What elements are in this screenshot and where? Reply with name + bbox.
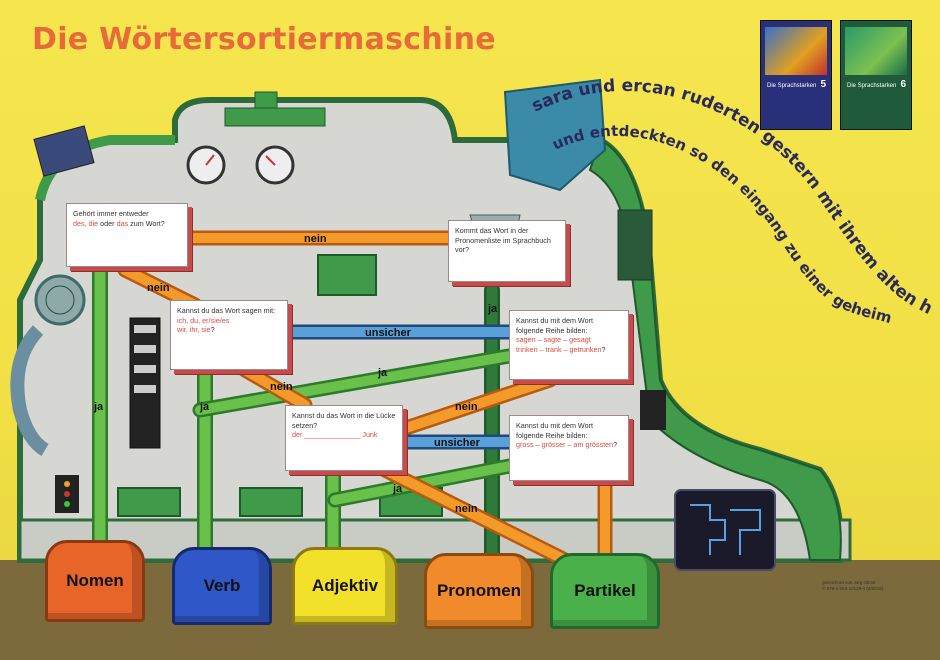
question-comparison: Kannst du mit dem Wort folgende Reihe bi… xyxy=(509,415,629,481)
bin-adjektiv: Adjektiv xyxy=(292,547,398,625)
book-6-number: 6 xyxy=(900,79,906,90)
book-5-title: Die Sprachstarken xyxy=(767,83,817,89)
label-ja-2: ja xyxy=(199,401,210,413)
label-nein-2: nein xyxy=(147,282,170,294)
label-unsicher-2: unsicher xyxy=(434,437,481,449)
slider-panel xyxy=(129,317,161,449)
book-cover-5: Die Sprachstarken 5 xyxy=(760,20,832,130)
label-unsicher-1: unsicher xyxy=(365,327,412,339)
label-ja-5: ja xyxy=(487,303,498,315)
poster-title: Die Wörtersortiermaschine xyxy=(32,22,496,57)
label-nein-4: nein xyxy=(455,401,478,413)
credit-text: gezeichnet von Jürg Obrist © 978-3-264-1… xyxy=(822,580,884,591)
book-6-illustration xyxy=(845,27,907,75)
bin-partikel: Partikel xyxy=(550,553,660,629)
label-ja-1: ja xyxy=(93,401,104,413)
book-6-title: Die Sprachstarken xyxy=(847,83,897,89)
bin-pronomen: Pronomen xyxy=(424,553,534,629)
pipe-nein-5 xyxy=(380,465,580,570)
pipe-nein-4 xyxy=(395,375,555,435)
fan-icon xyxy=(34,274,86,326)
label-ja-4: ja xyxy=(392,483,403,495)
question-verb-forms: Kannst du mit dem Wort folgende Reihe bi… xyxy=(509,310,629,380)
label-nein-3: nein xyxy=(270,381,293,393)
hopper xyxy=(503,78,607,192)
question-verb-person: Kannst du das Wort sagen mit: ich, du, e… xyxy=(170,300,288,370)
pipe-ja-verb xyxy=(195,350,520,415)
label-nein-5: nein xyxy=(455,503,478,515)
bin-verb: Verb xyxy=(172,547,272,625)
question-gap: Kannst du das Wort in die Lücke setzen? … xyxy=(285,405,403,471)
book-5-illustration xyxy=(765,27,827,75)
label-ja-3: ja xyxy=(377,367,388,379)
book-5-number: 5 xyxy=(820,79,826,90)
bin-nomen: Nomen xyxy=(45,540,145,622)
solar-panel xyxy=(33,125,95,177)
question-pronoun-list: Kommt das Wort in der Pronomenliste im S… xyxy=(448,220,566,282)
pipe-nein-2 xyxy=(120,265,200,310)
book-cover-6: Die Sprachstarken 6 xyxy=(840,20,912,130)
vent-center xyxy=(317,254,377,296)
pipe-nein-3 xyxy=(240,365,310,410)
question-article: Gehört immer entweder des, die oder das … xyxy=(66,203,188,267)
label-nein-1: nein xyxy=(304,233,327,245)
